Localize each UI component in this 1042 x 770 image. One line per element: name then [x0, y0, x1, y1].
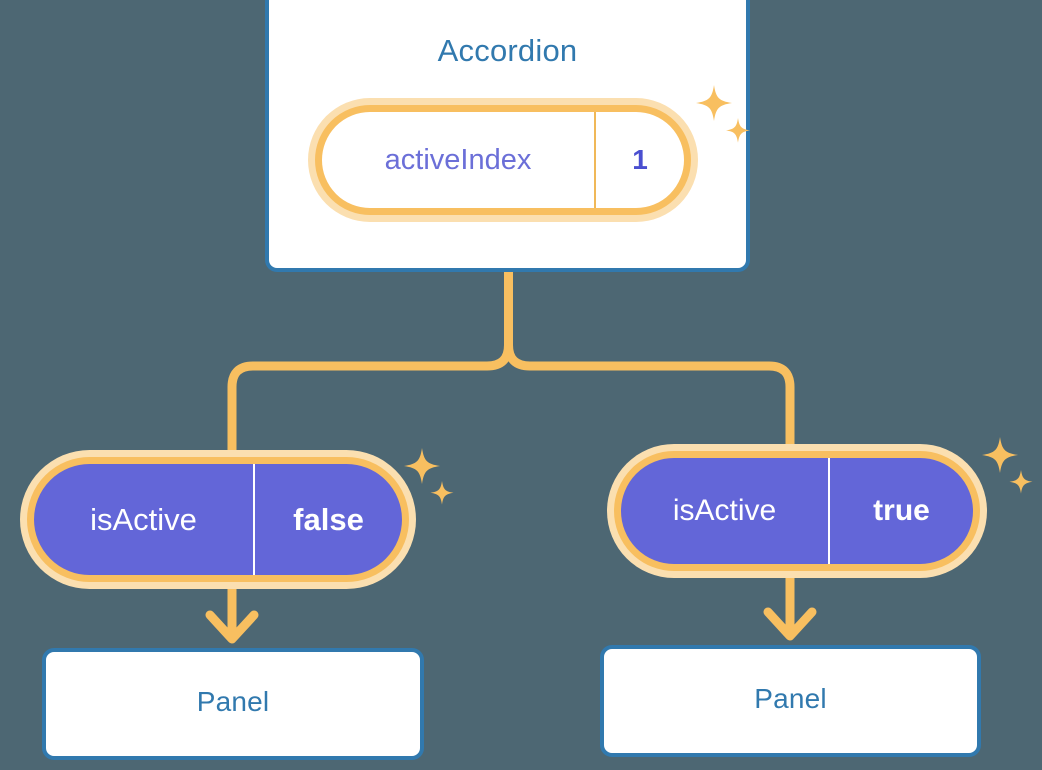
sparkle-four-point-small-icon [430, 481, 454, 505]
state-pill-isactive-true[interactable]: isActive true [607, 444, 987, 578]
accordion-title: Accordion [437, 33, 578, 68]
sparkle-cluster-left [404, 448, 454, 505]
state-key-activeindex: activeIndex [384, 143, 532, 176]
state-pill-inner: isActive false [27, 457, 409, 582]
panel-right-title: Panel [754, 683, 827, 714]
state-key-isactive-left: isActive [90, 501, 197, 537]
sparkle-cluster-root [696, 85, 750, 143]
sparkle-four-point-small-icon [726, 118, 750, 143]
arrow-down-left [205, 584, 259, 644]
state-pill-isactive-false[interactable]: isActive false [20, 450, 416, 589]
sparkle-four-point-small-icon [1009, 470, 1033, 494]
sparkle-four-point-large-icon [982, 437, 1018, 473]
state-value-isactive-right: true [828, 458, 973, 564]
panel-card-left: Panel [42, 648, 424, 760]
arrow-down-right [763, 574, 817, 641]
state-key-isactive-right: isActive [672, 494, 777, 527]
state-value-isactive-left: false [253, 464, 402, 575]
state-value-activeindex: 1 [594, 112, 684, 208]
connector-root-split [227, 267, 513, 463]
sparkle-four-point-large-icon [404, 448, 440, 484]
panel-card-right: Panel [600, 645, 981, 757]
sparkle-cluster-right [982, 437, 1033, 494]
state-pill-inner: activeIndex 1 [315, 105, 691, 215]
state-pill-activeindex[interactable]: activeIndex 1 [308, 98, 698, 222]
sparkle-four-point-large-icon [696, 85, 732, 121]
connector-root-split-right [504, 340, 795, 457]
state-pill-inner: isActive true [614, 451, 980, 571]
panel-left-title: Panel [196, 686, 270, 717]
